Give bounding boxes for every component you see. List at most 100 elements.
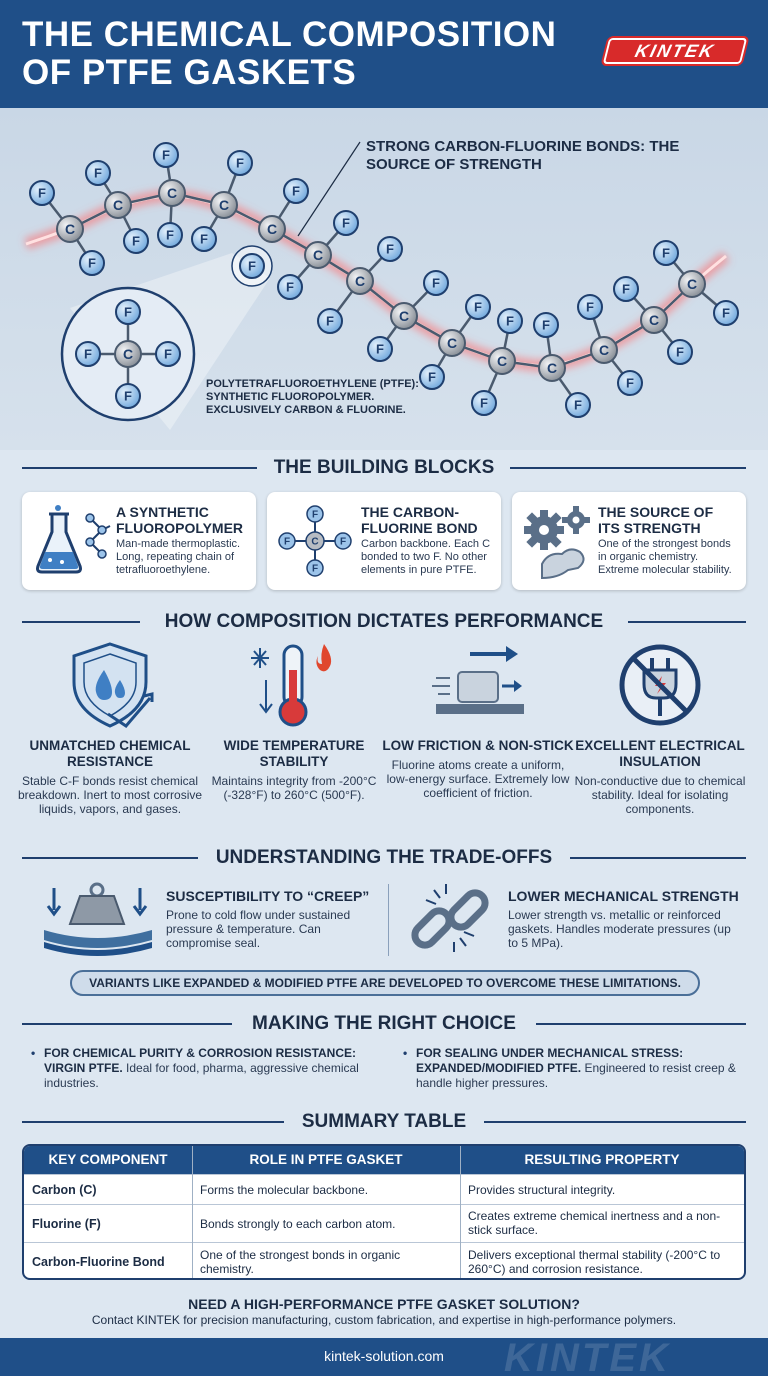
footer-watermark: KINTEK: [504, 1336, 671, 1376]
table-header-cell: ROLE IN PTFE GASKET: [249, 1152, 403, 1167]
section-choice: MAKING THE RIGHT CHOICE: [0, 1012, 768, 1036]
perf-low-friction: LOW FRICTION & NON-STICK Fluorine atoms …: [382, 640, 574, 840]
svg-text:F: F: [626, 376, 634, 391]
callout-line: [297, 141, 361, 237]
fluorine-atom: F: [85, 160, 111, 186]
section-performance: HOW COMPOSITION DICTATES PERFORMANCE: [0, 610, 768, 634]
tradeoff-title: LOWER MECHANICAL STRENGTH: [508, 888, 739, 904]
svg-text:F: F: [312, 564, 318, 575]
table-cell: One of the strongest bonds in organic ch…: [200, 1248, 401, 1276]
perf-desc: Maintains integrity from -200°C (-328°F)…: [211, 774, 377, 802]
section-tradeoffs: UNDERSTANDING THE TRADE-OFFS: [0, 846, 768, 870]
fluorine-atom: F: [565, 392, 591, 418]
carbon-atom: C: [390, 302, 418, 330]
card-desc: Carbon backbone. Each C bonded to two F.…: [361, 538, 491, 576]
card-source-of-strength: THE SOURCE OF ITS STRENGTH One of the st…: [512, 492, 746, 590]
carbon-atom: C: [158, 179, 186, 207]
fluorine-atom: F: [471, 390, 497, 416]
table-cell: Bonds strongly to each carbon atom.: [200, 1217, 396, 1231]
svg-text:C: C: [313, 247, 323, 263]
broken-chain-icon: [411, 884, 489, 952]
fluorine-atom: F: [283, 178, 309, 204]
carbon-atom: C: [210, 191, 238, 219]
fluorine-atom: F: [277, 274, 303, 300]
svg-text:F: F: [248, 259, 256, 274]
perf-title: EXCELLENT ELECTRICAL INSULATION: [575, 738, 745, 769]
cta-question: NEED A HIGH-PERFORMANCE PTFE GASKET SOLU…: [188, 1296, 580, 1312]
cf4-molecule-icon: F F F F C: [278, 505, 352, 577]
card-title: THE CARBON-FLUORINE BOND: [361, 504, 478, 536]
fluorine-atom: F: [79, 250, 105, 276]
fluorine-atom: F: [617, 370, 643, 396]
table-cell: Carbon (C): [32, 1183, 97, 1197]
card-title: THE SOURCE OF ITS STRENGTH: [598, 504, 714, 536]
sliding-block-icon: [432, 646, 524, 714]
section-title: SUMMARY TABLE: [301, 1111, 467, 1132]
footer-url-link[interactable]: kintek-solution.com: [324, 1348, 444, 1364]
svg-text:C: C: [267, 221, 277, 237]
card-synthetic-fluoropolymer: A SYNTHETIC FLUOROPOLYMER Man-made therm…: [22, 492, 256, 590]
svg-text:F: F: [542, 318, 550, 333]
bullet: •: [403, 1046, 408, 1060]
card-title: A SYNTHETIC FLUOROPOLYMER: [116, 504, 244, 536]
fluorine-atom: F: [497, 308, 523, 334]
section-title: THE BUILDING BLOCKS: [273, 457, 495, 478]
svg-text:F: F: [506, 314, 514, 329]
carbon-atom: C: [640, 306, 668, 334]
zoom-fluorine-atom: F: [115, 383, 141, 409]
svg-text:F: F: [164, 347, 172, 362]
perf-desc: Stable C-F bonds resist chemical breakdo…: [17, 774, 203, 816]
zoom-carbon-atom: C: [114, 340, 142, 368]
perf-temperature-stability: WIDE TEMPERATURE STABILITY Maintains int…: [198, 640, 390, 840]
svg-text:F: F: [586, 300, 594, 315]
ptfe-definition-label: POLYTETRAFLUOROETHYLENE (PTFE): SYNTHETI…: [206, 378, 419, 416]
svg-text:C: C: [547, 360, 557, 376]
table-row: Carbon (C) Forms the molecular backbone.…: [24, 1174, 744, 1204]
fluorine-atom: F: [419, 364, 445, 390]
perf-title: UNMATCHED CHEMICAL RESISTANCE: [29, 738, 191, 769]
carbon-atom: C: [304, 241, 332, 269]
svg-text:F: F: [386, 242, 394, 257]
svg-text:F: F: [722, 306, 730, 321]
bond-callout-label: STRONG CARBON-FLUORINE BONDS: THE SOURCE…: [366, 138, 680, 173]
svg-text:C: C: [649, 312, 659, 328]
shield-drops-icon: [72, 642, 154, 728]
perf-chemical-resistance: UNMATCHED CHEMICAL RESISTANCE Stable C-F…: [14, 640, 206, 840]
bullet: •: [31, 1046, 36, 1060]
svg-text:C: C: [447, 335, 457, 351]
svg-text:F: F: [38, 186, 46, 201]
svg-text:C: C: [123, 346, 133, 362]
carbon-atom: C: [346, 267, 374, 295]
svg-text:F: F: [286, 280, 294, 295]
choice-rest: Ideal for food, pharma, aggressive chemi…: [44, 1061, 359, 1090]
perf-title: WIDE TEMPERATURE STABILITY: [223, 738, 365, 769]
choice-virgin-ptfe: • FOR CHEMICAL PURITY & CORROSION RESIST…: [31, 1046, 374, 1091]
footer-bar: KINTEK kintek-solution.com: [0, 1338, 768, 1376]
svg-text:F: F: [84, 347, 92, 362]
svg-text:F: F: [124, 389, 132, 404]
fluorine-atom: F: [533, 312, 559, 338]
perf-desc: Fluorine atoms create a uniform, low-ene…: [386, 758, 570, 800]
fluorine-atom: F: [653, 240, 679, 266]
svg-text:F: F: [236, 156, 244, 171]
table-header-cell: KEY COMPONENT: [48, 1152, 168, 1167]
zoom-fluorine-atom: F: [115, 299, 141, 325]
card-desc: One of the strongest bonds in organic ch…: [598, 538, 732, 576]
fluorine-atom: F: [333, 210, 359, 236]
svg-text:C: C: [311, 537, 318, 548]
thermometer-icon: [251, 644, 332, 727]
variants-note: VARIANTS LIKE EXPANDED & MODIFIED PTFE A…: [70, 970, 700, 996]
choice-rest: Engineered to resist creep & handle high…: [416, 1061, 736, 1090]
kintek-logo[interactable]: KINTEK: [602, 38, 748, 64]
table-row: Carbon-Fluorine Bond One of the stronges…: [24, 1242, 744, 1278]
fluorine-atom: F: [713, 300, 739, 326]
fluorine-atom: F: [153, 142, 179, 168]
carbon-atom: C: [590, 336, 618, 364]
carbon-atom: C: [56, 215, 84, 243]
table-cell: Forms the molecular backbone.: [200, 1183, 369, 1197]
svg-text:F: F: [622, 282, 630, 297]
svg-text:F: F: [432, 276, 440, 291]
svg-text:C: C: [497, 353, 507, 369]
tradeoff-divider: [388, 884, 389, 956]
